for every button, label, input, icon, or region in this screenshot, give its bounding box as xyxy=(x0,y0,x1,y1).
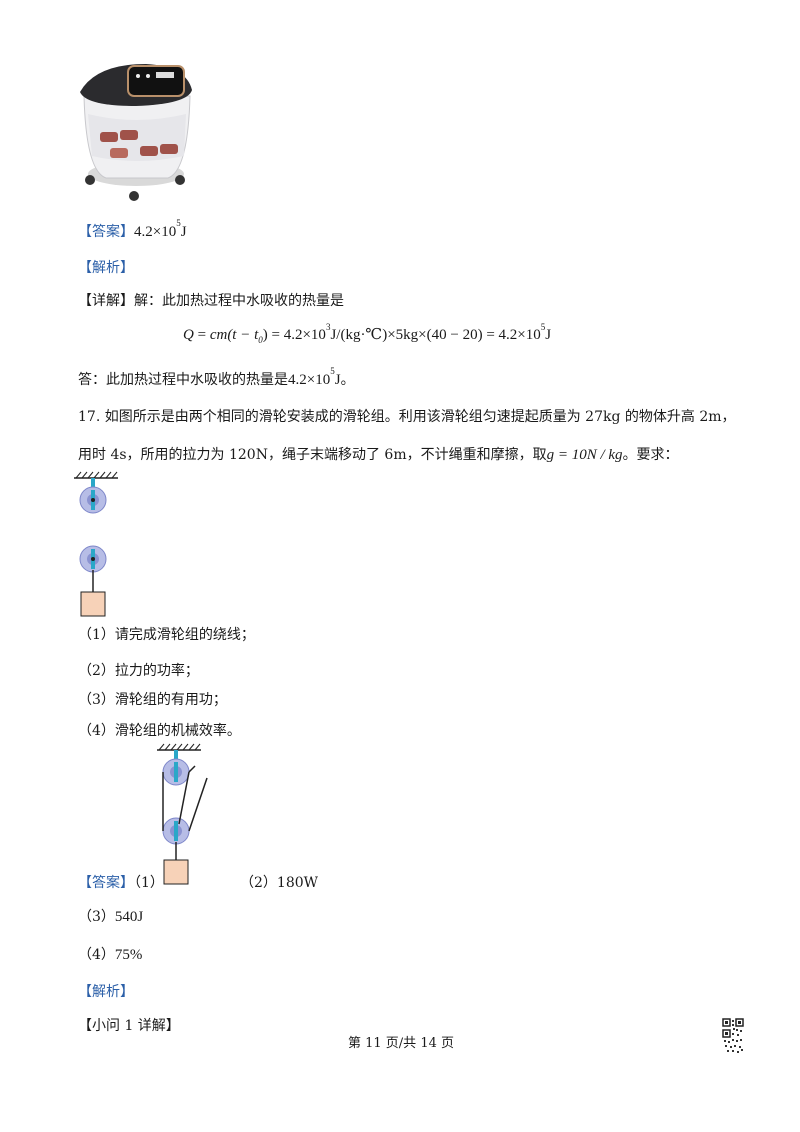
q17-stem-line1: 17. 如图所示是由两个相同的滑轮安装成的滑轮组。利用该滑轮组匀速提起质量为 2… xyxy=(78,409,736,425)
q17-item-3: （3）滑轮组的有用功； xyxy=(78,692,227,708)
qr-code-icon xyxy=(722,1018,744,1054)
pulley-diagram-answer xyxy=(157,743,208,885)
answer-tag: 【答案】 xyxy=(78,224,134,240)
pulley-diagram-question xyxy=(74,471,118,617)
q17-sub-heading: 【小问 1 详解】 xyxy=(78,1018,180,1034)
answer-value: 4.2×105J xyxy=(134,218,187,240)
page-footer: 第 11 页/共 14 页 xyxy=(348,1036,454,1051)
q16-detail-line: 【详解】解：此加热过程中水吸收的热量是 xyxy=(78,293,344,309)
q17-answer-tag: 【答案】 xyxy=(78,875,134,891)
q16-conclusion: 答：此加热过程中水吸收的热量是4.2×105J。 xyxy=(78,366,355,388)
q16-answer-line: 【答案】4.2×105J xyxy=(78,218,187,241)
q17-answer-2: （2）180W xyxy=(240,875,319,891)
q17-analysis-tag: 【解析】 xyxy=(78,984,134,1000)
q17-answer-4: （4）75% xyxy=(78,947,143,963)
q16-formula: Q = cm(t − t0) = 4.2×103J/(kg·℃)×5kg×(40… xyxy=(183,322,552,345)
q17-item-4: （4）滑轮组的机械效率。 xyxy=(78,723,241,739)
q17-answer-1: （1） xyxy=(134,875,164,891)
q17-item-2: （2）拉力的功率； xyxy=(78,663,199,679)
q17-answer-line: 【答案】（1） xyxy=(78,872,164,892)
foot-spa-image xyxy=(80,64,192,201)
q17-stem-line2: 用时 4s，所用的拉力为 120N，绳子末端移动了 6m，不计绳重和摩擦，取g … xyxy=(78,447,679,463)
q16-analysis-tag: 【解析】 xyxy=(78,260,134,276)
q17-answer-3: （3）540J xyxy=(78,909,144,925)
q17-item-1: （1）请完成滑轮组的绕线； xyxy=(78,627,255,643)
